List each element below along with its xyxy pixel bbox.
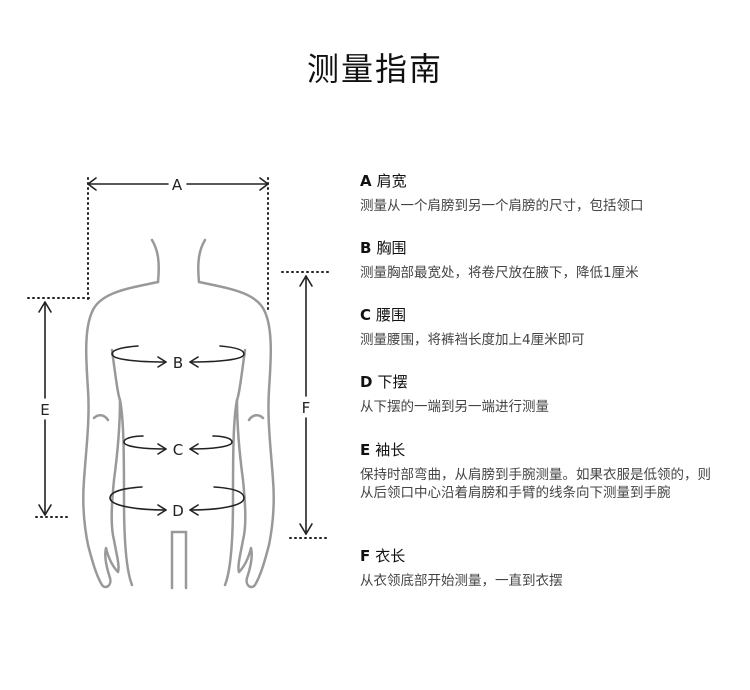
measure-c-left	[123, 435, 167, 450]
item-name: 腰围	[376, 306, 407, 324]
item-letter: A	[360, 172, 372, 190]
guide-item-length: F 衣长 从衣领底部开始测量，一直到衣摆	[360, 546, 715, 590]
measure-d-right	[189, 486, 245, 511]
item-letter: C	[360, 306, 372, 324]
item-description: 保持时部弯曲，从肩膀到手腕测量。如果衣服是低领的，则从后领口中心沿着肩膀和手臂的…	[360, 467, 711, 501]
guide-item-chest: B 胸围 测量胸部最宽处，将卷尺放在腋下，降低1厘米	[360, 238, 715, 282]
measure-f-bottom-arrow	[299, 523, 313, 535]
measure-c-arrow-right	[189, 443, 199, 455]
measure-a-right-arrow	[259, 177, 269, 191]
page-title: 测量指南	[306, 50, 443, 88]
label-c: C	[173, 441, 183, 459]
measure-c-arrow-left	[157, 443, 167, 455]
label-a: A	[172, 176, 183, 194]
item-name: 下摆	[377, 373, 408, 391]
guide-item-sleeve: E 袖长 保持时部弯曲，从肩膀到手腕测量。如果衣服是低领的，则从后领口中心沿着肩…	[360, 440, 715, 502]
measure-c-right	[189, 435, 233, 450]
item-description: 测量腰围，将裤裆长度加上4厘米即可	[360, 332, 585, 348]
label-f: F	[302, 399, 311, 417]
right-armpit-line	[235, 348, 247, 402]
label-b: B	[173, 354, 183, 372]
item-description: 测量从一个肩膀到另一个肩膀的尺寸，包括领口	[360, 198, 644, 214]
guide-item-hem: D 下摆 从下摆的一端到另一端进行测量	[360, 372, 715, 416]
guide-item-waist: C 腰围 测量腰围，将裤裆长度加上4厘米即可	[360, 305, 715, 349]
item-letter: F	[360, 547, 371, 565]
body-outline	[81, 238, 276, 590]
label-e: E	[40, 401, 49, 419]
measure-labels: A B C D E F	[40, 176, 310, 520]
body-diagram: A B C D E F	[27, 176, 329, 590]
item-letter: D	[360, 373, 373, 391]
item-letter: B	[360, 239, 372, 257]
measure-b-left	[111, 345, 167, 363]
label-d: D	[172, 502, 184, 520]
right-elbow-mark	[247, 414, 265, 422]
guide-item-shoulder: A 肩宽 测量从一个肩膀到另一个肩膀的尺寸，包括领口	[360, 171, 715, 215]
body-figure: A B C D E F	[0, 0, 360, 690]
measure-e-bottom-arrow	[38, 504, 52, 516]
item-description: 从下摆的一端到另一端进行测量	[360, 399, 549, 415]
left-side-outline	[81, 280, 160, 589]
item-description: 从衣领底部开始测量，一直到衣摆	[360, 573, 563, 589]
measure-b-arrow-right	[189, 356, 199, 368]
measure-d-left	[109, 486, 167, 511]
guide-item-heading: F 衣长	[360, 546, 715, 566]
right-side-outline	[197, 280, 276, 589]
measure-lines	[38, 177, 313, 535]
left-elbow-mark	[92, 414, 110, 422]
measure-f-top-arrow	[299, 275, 313, 287]
guide-item-heading: B 胸围	[360, 238, 715, 258]
item-name: 袖长	[375, 441, 406, 459]
measure-d-arrow-left	[157, 504, 167, 516]
neck-right	[197, 238, 207, 284]
guide-item-heading: C 腰围	[360, 305, 715, 325]
item-description: 测量胸部最宽处，将卷尺放在腋下，降低1厘米	[360, 265, 639, 281]
measure-a-left-arrow	[87, 177, 97, 191]
measure-d-arrow-right	[189, 504, 199, 516]
dotted-guides	[27, 177, 329, 539]
measure-b-right	[189, 345, 245, 363]
measure-b-arrow-left	[157, 356, 167, 368]
neck-left	[150, 238, 160, 284]
item-name: 肩宽	[376, 172, 407, 190]
guide-item-heading: A 肩宽	[360, 171, 715, 191]
item-name: 胸围	[376, 239, 407, 257]
guide-item-heading: E 袖长	[360, 440, 715, 460]
left-armpit-line	[110, 348, 122, 402]
item-letter: E	[360, 441, 371, 459]
measure-e-top-arrow	[38, 301, 52, 313]
guide-item-heading: D 下摆	[360, 372, 715, 392]
item-name: 衣长	[375, 547, 406, 565]
